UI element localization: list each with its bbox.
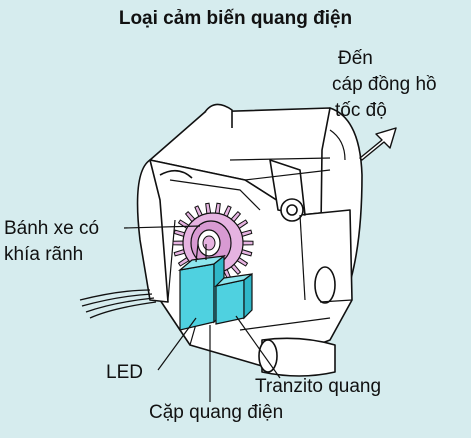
photocoupler-block: [177, 243, 253, 331]
leader-lines: [123, 225, 281, 402]
slotted-wheel-label-line1: Bánh xe có: [4, 218, 100, 239]
sensor-wires: [79, 289, 157, 319]
diagram-title: Loại cảm biến quang điện: [118, 8, 353, 29]
led-label: LED: [106, 362, 143, 383]
destination-label-line1: Đến: [338, 48, 373, 69]
slotted-wheel-label-line2: khía rãnh: [4, 244, 84, 265]
outline-arrow-upper-right-icon: [359, 127, 397, 161]
destination-label-line2: cáp đồng hồ: [332, 74, 437, 95]
destination-label-line3: tốc độ: [335, 100, 387, 121]
phototransistor-label: Tranzito quang: [255, 376, 382, 397]
photocoupler-label: Cặp quang điện: [149, 402, 284, 423]
